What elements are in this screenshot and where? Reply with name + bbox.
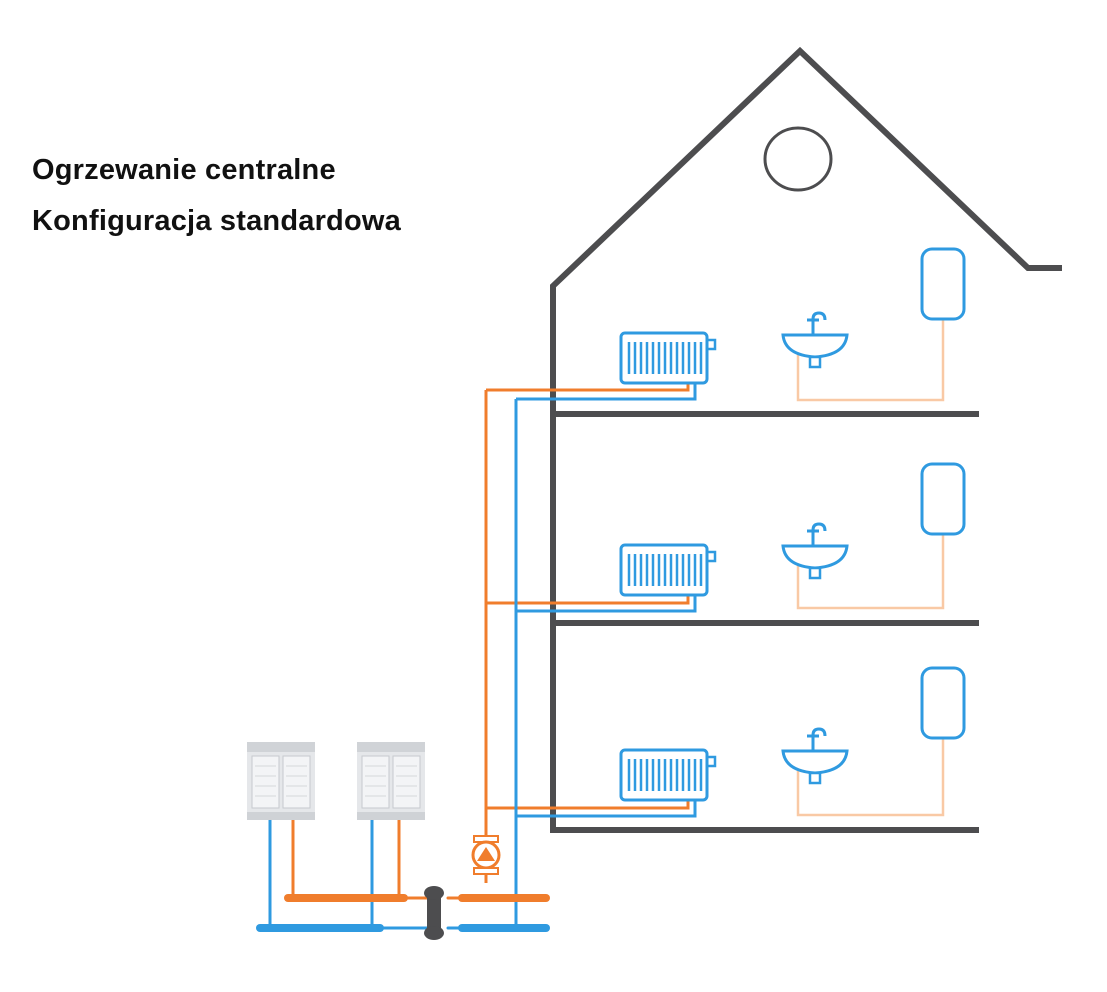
washbasin-icon [781, 522, 849, 580]
cold-return-pipes [268, 381, 697, 928]
water-heater-icon [920, 247, 966, 321]
water-heater-icon [920, 462, 966, 536]
title-line-2: Konfiguracja standardowa [32, 205, 401, 237]
water-heater-icon [920, 666, 966, 740]
radiator-icon [619, 748, 717, 802]
washbasin-icon [781, 311, 849, 369]
washbasin-icon [781, 727, 849, 785]
hot-supply-pipes [291, 381, 690, 898]
heat-pump-unit-icon [356, 741, 426, 821]
title-line-1: Ogrzewanie centralne [32, 154, 336, 186]
radiator-icon [619, 543, 717, 597]
house-outline [550, 46, 1062, 833]
manifold-headers [256, 894, 550, 932]
circulation-pump-icon [471, 835, 501, 875]
attic-window [763, 126, 833, 192]
radiator-icon [619, 331, 717, 385]
heat-pump-unit-icon [246, 741, 316, 821]
hydraulic-separator-icon [424, 886, 444, 940]
hot-water-lines [796, 318, 945, 817]
